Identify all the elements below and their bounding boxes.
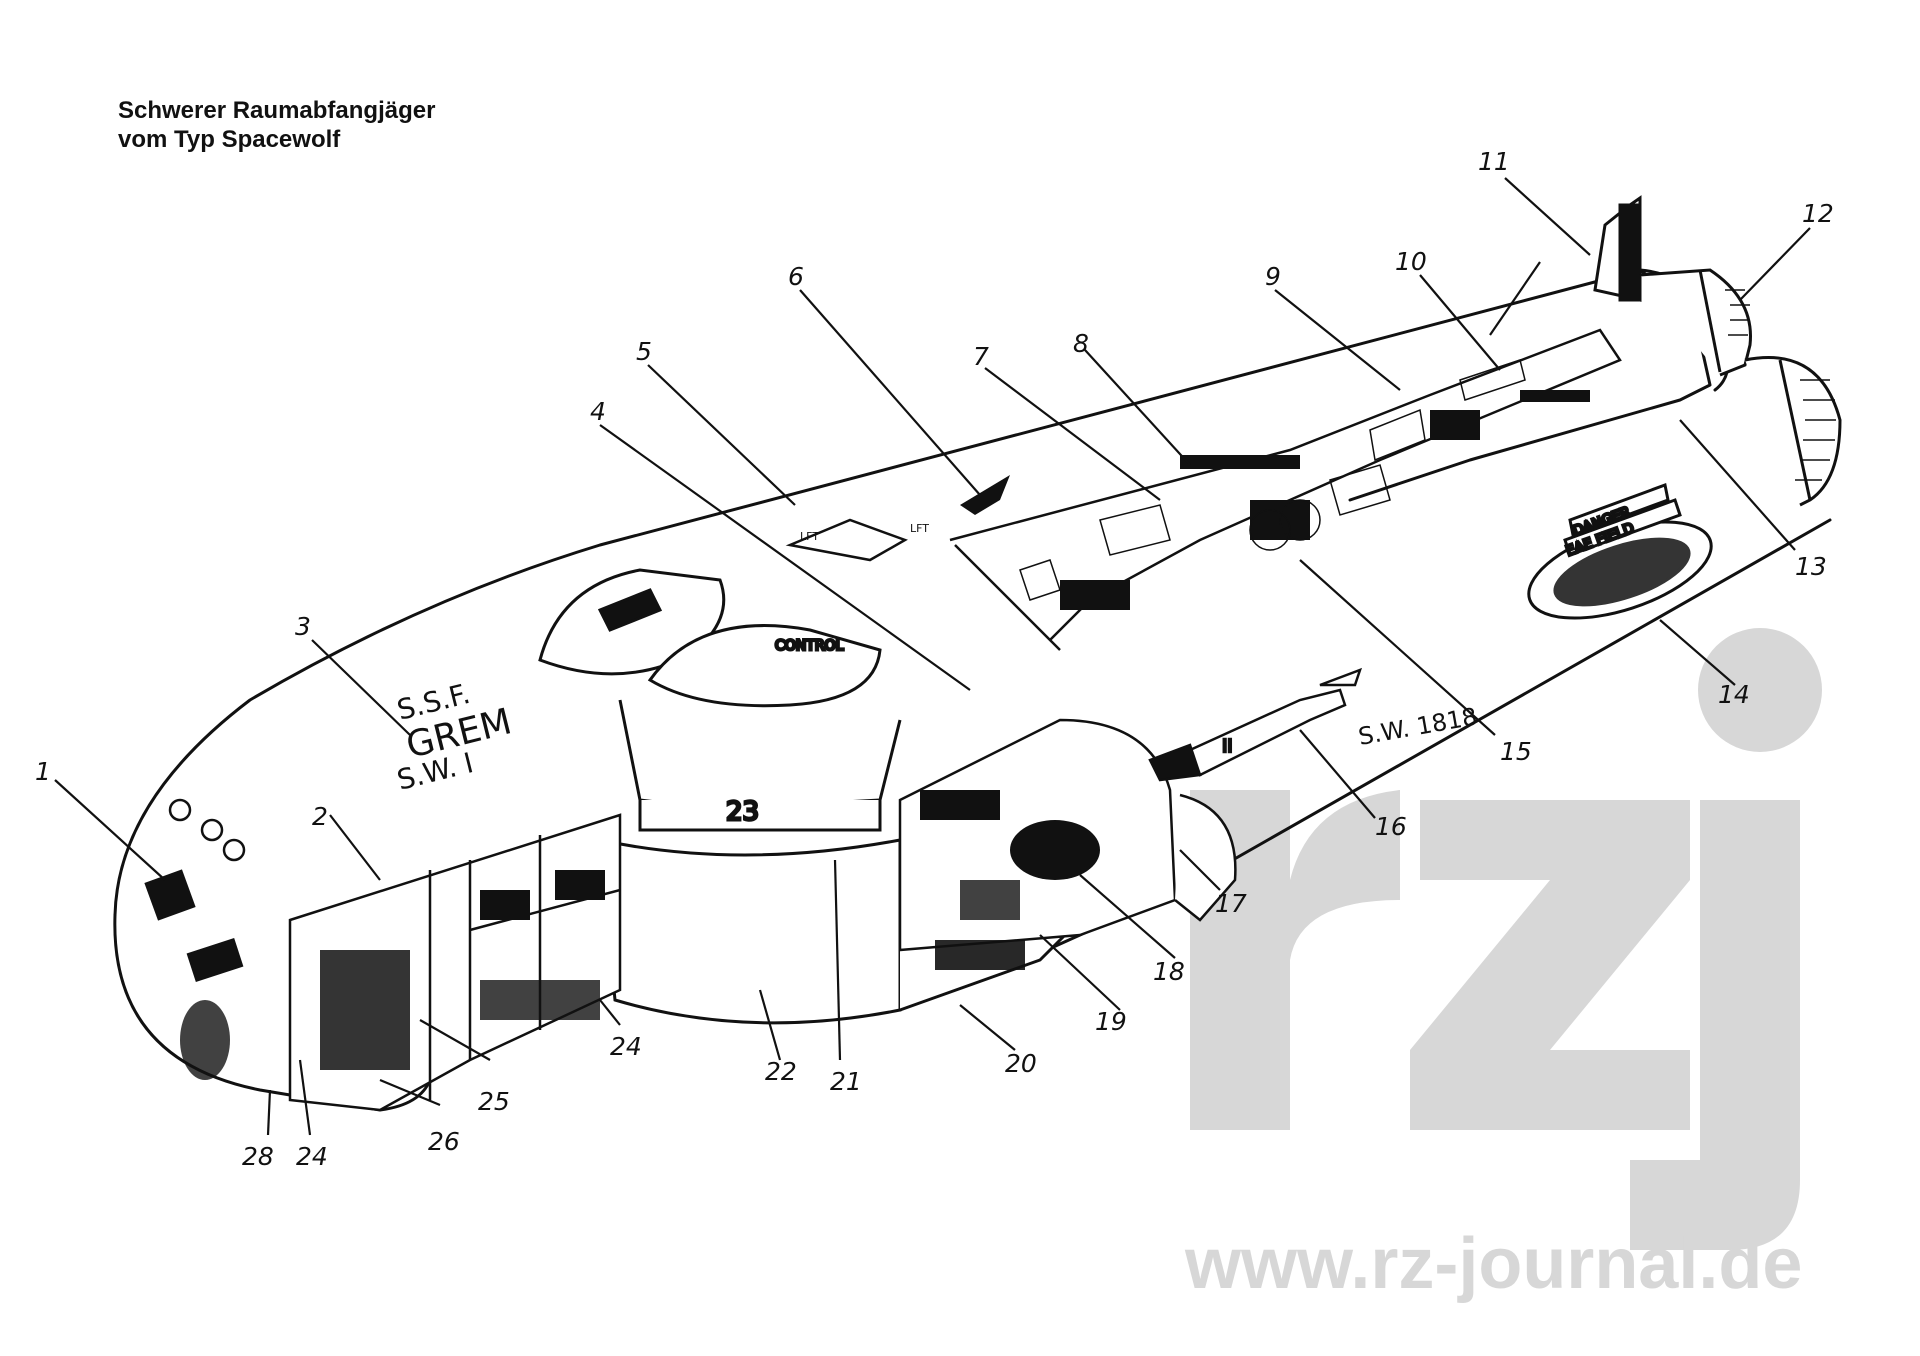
missile: II (1148, 667, 1363, 782)
central-cabin: 23 (598, 699, 1072, 1025)
callout-4: 4 (590, 397, 606, 426)
callout-15: 15 (1500, 737, 1532, 766)
upper-equipment-bay (949, 328, 1622, 651)
diagram-title: Schwerer Raumabfangjäger vom Typ Spacewo… (118, 96, 435, 154)
callout-9: 9 (1265, 262, 1281, 291)
missile-mark: II (1222, 736, 1233, 757)
callout-21: 21 (830, 1067, 862, 1096)
callout-25: 25 (478, 1087, 510, 1116)
callout-19: 19 (1095, 1007, 1127, 1036)
control-label: CONTROL (775, 638, 844, 654)
callout-7: 7 (973, 342, 989, 371)
callout-26: 26 (428, 1127, 460, 1156)
callout-24-lower: 24 (296, 1142, 328, 1171)
callout-3: 3 (295, 612, 311, 641)
lft-emblem (785, 518, 908, 562)
marking-serial: S.W. 1818 (1356, 702, 1479, 750)
callout-24-upper: 24 (610, 1032, 642, 1061)
callout-11: 11 (1478, 147, 1510, 176)
callout-12: 12 (1802, 199, 1834, 228)
tail-fin (1593, 195, 1642, 302)
callout-14: 14 (1718, 680, 1750, 709)
callout-2: 2 (312, 802, 328, 831)
callout-6: 6 (788, 262, 804, 291)
callout-5: 5 (636, 337, 652, 366)
cockpit-canopy: CONTROL (538, 568, 882, 708)
engine-nacelles (1639, 268, 1842, 507)
title-line-1: Schwerer Raumabfangjäger (118, 97, 436, 124)
front-compartments (288, 813, 622, 1112)
title-line-2: vom Typ Spacewolf (118, 126, 341, 153)
watermark-logo (1190, 628, 1822, 1250)
callout-13: 13 (1795, 552, 1827, 581)
callout-28: 28 (242, 1142, 274, 1171)
callout-10: 10 (1395, 247, 1427, 276)
hull-markings: S.S.F. GREM S.W. I S.W. 1818 LFT LFT (144, 475, 1479, 1080)
mid-compartments (898, 718, 1177, 970)
leader-lines (54, 177, 1811, 1136)
marking-lft-right: LFT (910, 522, 929, 535)
cabin-23-label: 23 (726, 797, 759, 827)
watermark-url: www.rz-journal.de (1184, 1224, 1802, 1304)
callout-17: 17 (1215, 889, 1247, 918)
eae-field-emitter: DANGER EAE FIELD (1527, 482, 1713, 620)
callout-8: 8 (1073, 329, 1089, 358)
callout-labels: 1 2 3 4 5 6 7 8 9 10 11 12 13 14 15 16 1… (35, 147, 1834, 1171)
callout-18: 18 (1153, 957, 1185, 986)
callout-1: 1 (35, 757, 51, 786)
fin-emblem (960, 475, 1010, 515)
callout-22: 22 (765, 1057, 797, 1086)
callout-16: 16 (1375, 812, 1407, 841)
callout-20: 20 (1005, 1049, 1037, 1078)
